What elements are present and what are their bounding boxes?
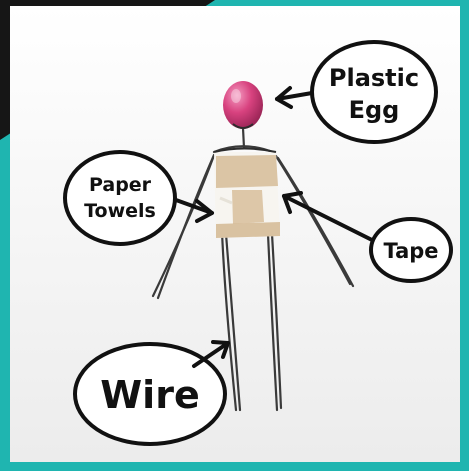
tape-band-lower <box>216 222 280 238</box>
callout-tape: Tape <box>371 219 451 281</box>
label-wire: Wire <box>100 373 199 417</box>
tape-band-upper <box>216 155 278 188</box>
label-towels: Towels <box>84 200 156 222</box>
label-plastic: Plastic <box>329 64 419 92</box>
label-tape: Tape <box>383 239 438 263</box>
callout-plastic-egg: Plastic Egg <box>312 42 436 142</box>
label-egg: Egg <box>349 96 400 124</box>
label-paper: Paper <box>89 174 152 196</box>
tape-band-middle <box>232 190 264 224</box>
plastic-egg-head <box>223 81 263 129</box>
torso <box>214 149 280 239</box>
callout-paper-towels: Paper Towels <box>65 152 175 244</box>
wire-neck <box>243 128 244 148</box>
